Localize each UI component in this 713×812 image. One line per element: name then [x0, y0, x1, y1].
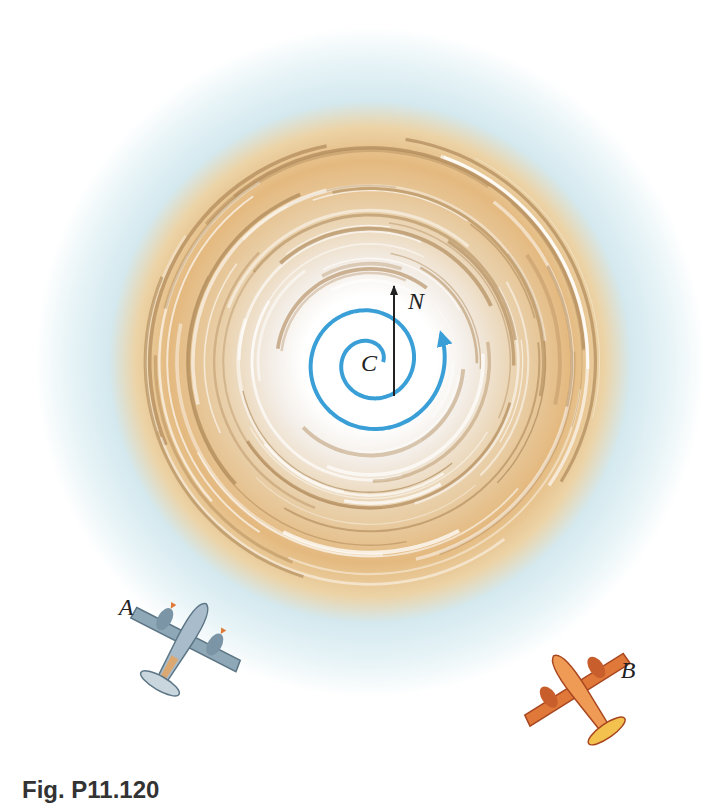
airplane-label: B	[621, 658, 636, 682]
plane-engine	[584, 654, 609, 682]
cloud-streak	[546, 265, 573, 407]
cloud-streak	[163, 148, 489, 309]
plane-tail	[585, 713, 629, 750]
cloud-streak	[499, 340, 523, 443]
cloud-streak	[282, 529, 460, 555]
cloud-streak	[389, 222, 511, 418]
rotation-spiral	[311, 310, 445, 429]
cloud-streak	[440, 155, 589, 487]
cloud-streak	[330, 279, 418, 297]
cloud-streak	[148, 144, 327, 446]
cloud-streak	[213, 252, 316, 509]
cloud-streak	[332, 187, 545, 397]
cloud-streak	[276, 267, 428, 349]
center-label: C	[361, 351, 377, 375]
airplane-label: A	[119, 595, 134, 619]
plane-tail	[137, 666, 182, 700]
plane-engine	[203, 631, 227, 659]
airplane-a	[106, 575, 258, 720]
cloud-streak	[280, 272, 406, 352]
cloud-streak	[159, 437, 505, 586]
airplane-b	[505, 622, 658, 771]
plane-engine	[536, 683, 561, 711]
cloud-streak	[144, 276, 304, 578]
cloud-streak	[255, 477, 476, 525]
cloud-swirls	[144, 138, 600, 586]
cloud-streak	[186, 276, 407, 546]
plane-fuselage	[154, 599, 213, 685]
cloud-streak	[227, 209, 470, 309]
cloud-streak	[390, 253, 481, 369]
cloud-streak	[197, 452, 519, 557]
cloud-streak	[288, 389, 581, 575]
plane-fuselage	[547, 651, 612, 734]
plane-engine	[153, 605, 177, 633]
cloud-streak	[257, 270, 306, 382]
cloud-streak	[353, 375, 460, 453]
cloud-streak	[233, 146, 586, 348]
storm-cloud	[35, 27, 705, 697]
north-label: N	[408, 289, 424, 313]
cloud-streak	[373, 342, 491, 483]
cloud-streak	[470, 224, 536, 319]
figure-caption: Fig. P11.120	[22, 778, 159, 802]
north-arrow	[393, 286, 395, 396]
cloud-streak	[323, 258, 461, 311]
